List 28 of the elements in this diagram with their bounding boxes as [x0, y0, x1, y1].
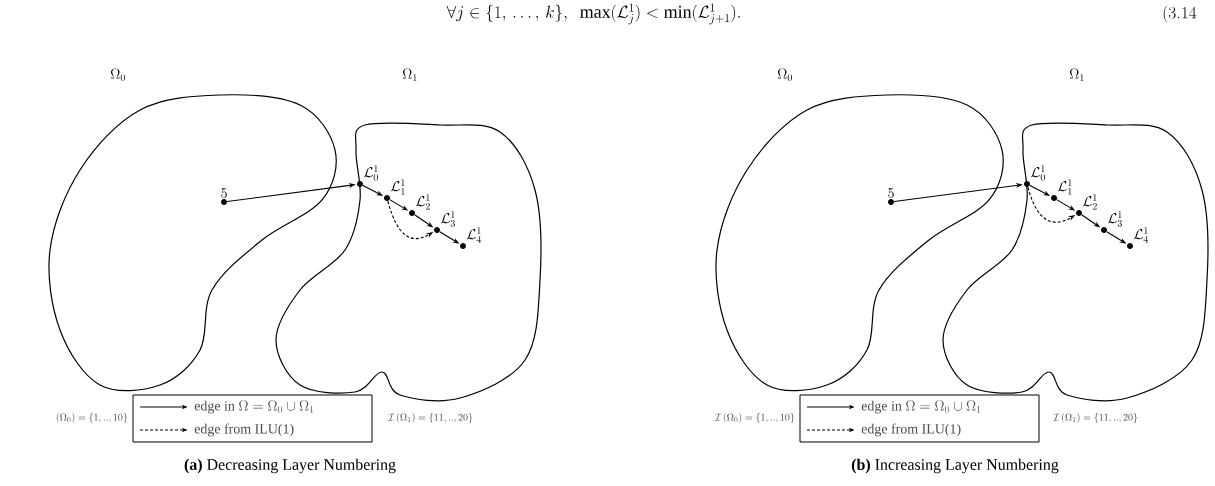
legend-text: $\mbox{edge from ILU(1)}$	[194, 423, 294, 437]
caption: (a) Decreasing Layer Numbering	[184, 458, 396, 474]
node-label: $\mathcal{L}_3^1$	[440, 211, 455, 227]
node-label: $\mathcal{L}_0^1$	[1030, 165, 1045, 181]
node-label: $\Omega_1$	[402, 68, 417, 81]
set-label: $\mathcal{I}\,(\Omega_1) = \{11,..,20\}$	[1052, 413, 1138, 423]
legend-text: $\mbox{edge from ILU(1)}$	[861, 423, 961, 437]
legend-text: $\mbox{edge in } \Omega = \Omega_0 \cup \Omega_1$	[194, 400, 314, 414]
legend-text: $\mbox{edge in } \Omega = \Omega_0 \cup \Omega_1$	[861, 400, 981, 414]
node-label: $\Omega_0$	[777, 68, 792, 81]
equation: $\forall j \in \{1,\,\ldots,\,k\},\ \ \max(\mathcal{L}_j^1) < \min(\mathcal{L}_{j+1}^1).$	[446, 3, 740, 25]
caption: (b) Increasing Layer Numbering	[851, 458, 1059, 474]
node-label: $\mathcal{L}_0^1$	[363, 165, 378, 181]
node-label: $\mathcal{L}_1^1$	[390, 179, 405, 195]
node-label: $\mathcal{L}_4^1$	[1133, 227, 1149, 243]
node-label: $5$	[221, 188, 227, 198]
node-label: $\mathcal{L}_1^1$	[1057, 179, 1072, 195]
node-label: $\mathcal{L}_4^1$	[466, 227, 482, 243]
node-label: $5$	[888, 188, 894, 198]
node-label: $\Omega_0$	[110, 68, 125, 81]
set-label: $\mathcal{I}\,(\Omega_1) = \{11,..,20\}$	[387, 413, 473, 423]
node-label: $\mathcal{L}_2^1$	[1082, 194, 1097, 210]
node-label: $\mathcal{L}_2^1$	[415, 194, 430, 210]
node-label: $\mathcal{L}_3^1$	[1107, 211, 1122, 227]
node-label: $\Omega_1$	[1069, 68, 1084, 81]
equation-number: $(3.14$	[1163, 5, 1197, 23]
set-label: $\mathcal{I}\,(\Omega_0) = \{1,..,10\}$	[714, 413, 795, 423]
set-label: $(\Omega_0) = \{1,..,10\}$	[56, 413, 128, 423]
